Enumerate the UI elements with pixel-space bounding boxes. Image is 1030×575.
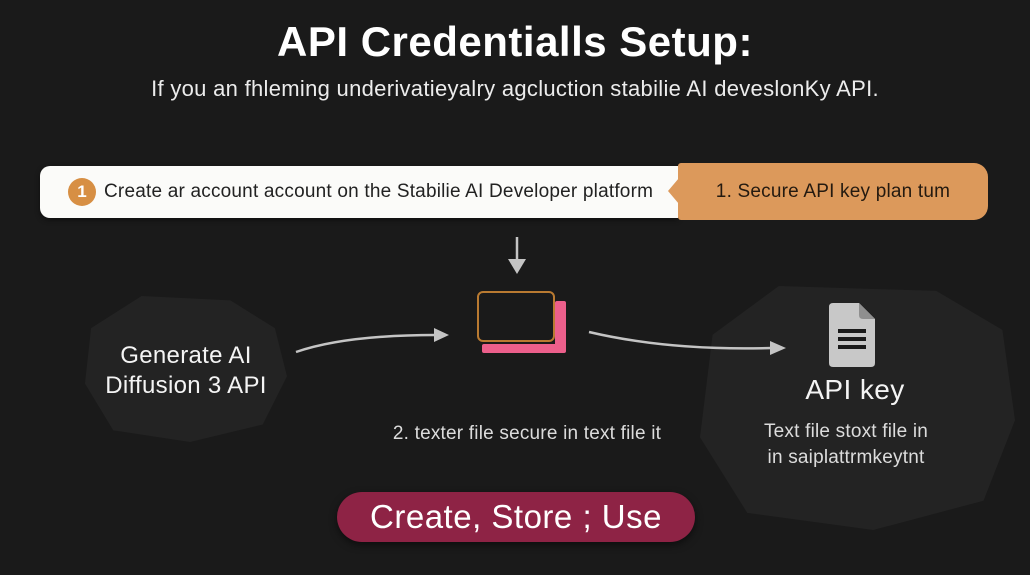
frame-icon-shadow — [482, 344, 566, 353]
chevron-left-notch-icon — [668, 178, 679, 204]
source-node-line2: Diffusion 3 API — [105, 372, 267, 399]
window-frame-icon — [477, 291, 555, 342]
source-node-label: Generate AI Diffusion 3 API — [85, 341, 287, 401]
page-title: API Credentialls Setup: — [277, 18, 753, 65]
step-2-label: 1. Secure API key plan tum — [715, 180, 951, 202]
source-node-line1: Generate AI — [120, 342, 252, 369]
source-node-blob — [85, 296, 287, 442]
curved-arrow-left-icon — [295, 328, 449, 354]
document-icon — [829, 303, 875, 367]
frame-icon-shadow — [555, 301, 566, 352]
step-1-badge-icon: 1 — [68, 178, 96, 206]
cta-button[interactable]: Create, Store ; Use — [337, 492, 695, 542]
step-1-card: 1 Create ar account account on the Stabi… — [40, 166, 678, 218]
step-1-label: Create ar account account on the Stabili… — [104, 181, 654, 202]
center-caption: 2. texter file secure in text file it — [392, 423, 662, 444]
output-caption-line2: in saiplattrmkeytnt — [767, 447, 925, 468]
output-caption: Text file stoxt file in in saiplattrmkey… — [726, 419, 966, 471]
output-node-label: API key — [805, 374, 905, 405]
output-caption-line1: Text file stoxt file in — [763, 421, 929, 442]
down-arrow-icon — [508, 237, 526, 274]
step-2-card: 1. Secure API key plan tum — [678, 163, 988, 220]
page-subtitle: If you an fhleming underivatieyalry agcl… — [151, 76, 879, 101]
